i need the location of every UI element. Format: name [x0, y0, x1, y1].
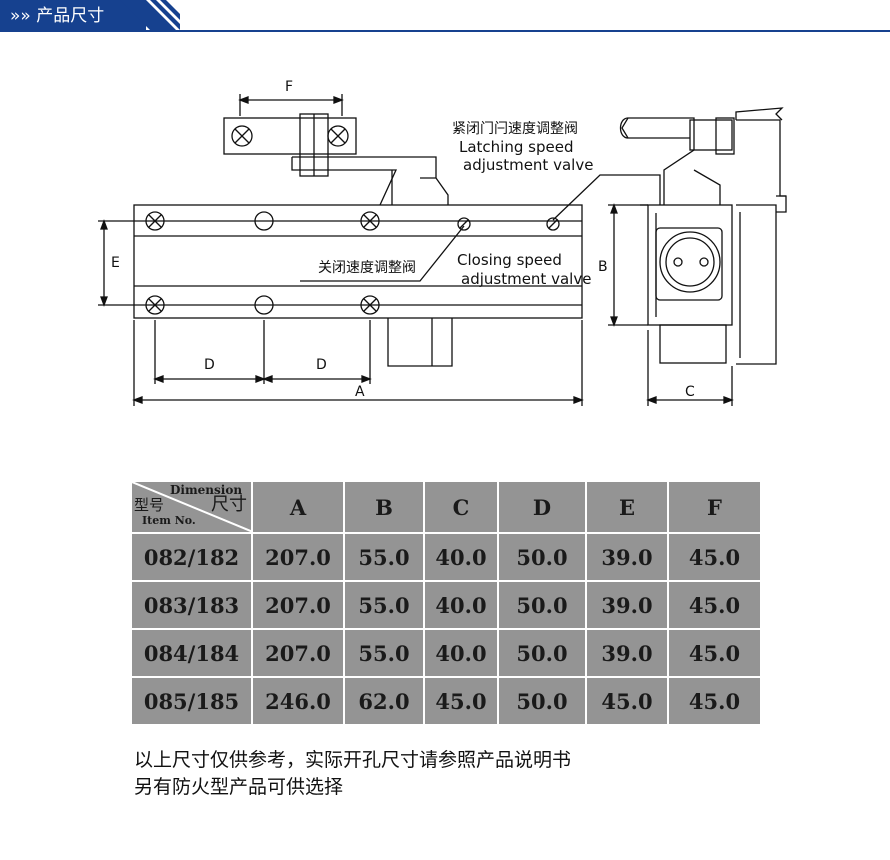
corner-item-cn-label: 型号	[134, 496, 165, 514]
value-cell: 50.0	[497, 676, 587, 726]
latching-valve-label-en: adjustment valve	[463, 156, 593, 174]
table-row: 084/184 207.0 55.0 40.0 50.0 39.0 45.0	[130, 628, 762, 678]
latching-valve-label-cn: 紧闭门闩速度调整阀	[452, 121, 578, 137]
item-number-cell: 084/184	[130, 628, 253, 678]
value-cell: 45.0	[667, 580, 762, 630]
item-number-cell: 082/182	[130, 532, 253, 582]
value-cell: 45.0	[585, 676, 669, 726]
closing-valve-label-en: adjustment valve	[461, 270, 591, 288]
column-header-d: D	[497, 480, 587, 534]
column-header-c: C	[423, 480, 499, 534]
door-closer-dimension-drawing: F E D D A B C 紧闭门闩速度调整阀 Latching speed a…	[98, 79, 787, 406]
value-cell: 39.0	[585, 532, 669, 582]
value-cell: 40.0	[423, 532, 499, 582]
value-cell: 246.0	[251, 676, 345, 726]
value-cell: 45.0	[423, 676, 499, 726]
value-cell: 45.0	[667, 532, 762, 582]
value-cell: 207.0	[251, 628, 345, 678]
closing-valve-label-en: Closing speed	[457, 251, 562, 269]
column-header-e: E	[585, 480, 669, 534]
column-header-f: F	[667, 480, 762, 534]
dimension-label-e: E	[111, 255, 120, 271]
corner-diagonal-line	[132, 482, 253, 532]
note-fireproof-option: 另有防火型产品可供选择	[134, 776, 344, 798]
dimension-label-a: A	[355, 384, 365, 400]
table-row: 082/182 207.0 55.0 40.0 50.0 39.0 45.0	[130, 532, 762, 582]
dimension-label-d: D	[204, 357, 215, 373]
value-cell: 55.0	[343, 628, 425, 678]
value-cell: 50.0	[497, 628, 587, 678]
dimension-spec-table: Dimension 尺寸 型号 Item No. A B C D E F 082…	[130, 480, 762, 726]
section-header: »» 产品尺寸	[0, 0, 890, 32]
value-cell: 45.0	[667, 628, 762, 678]
corner-dimension-label: Dimension	[170, 483, 243, 497]
value-cell: 40.0	[423, 580, 499, 630]
note-reference-only: 以上尺寸仅供参考，实际开孔尺寸请参照产品说明书	[134, 749, 572, 771]
item-number-cell: 085/185	[130, 676, 253, 726]
value-cell: 62.0	[343, 676, 425, 726]
header-underline	[0, 30, 890, 32]
section-header-tab: »» 产品尺寸	[0, 0, 146, 32]
value-cell: 55.0	[343, 532, 425, 582]
column-header-b: B	[343, 480, 425, 534]
value-cell: 50.0	[497, 580, 587, 630]
latching-valve-label-en: Latching speed	[459, 138, 573, 156]
dimension-label-f: F	[285, 79, 293, 95]
value-cell: 39.0	[585, 580, 669, 630]
value-cell: 55.0	[343, 580, 425, 630]
header-stripes-decoration	[120, 0, 180, 32]
value-cell: 50.0	[497, 532, 587, 582]
value-cell: 207.0	[251, 580, 345, 630]
section-title: »» 产品尺寸	[10, 6, 105, 26]
table-row: 083/183 207.0 55.0 40.0 50.0 39.0 45.0	[130, 580, 762, 630]
corner-item-no-label: Item No.	[142, 514, 196, 527]
dimension-label-d: D	[316, 357, 327, 373]
value-cell: 40.0	[423, 628, 499, 678]
corner-dimension-cn-label: 尺寸	[211, 494, 247, 515]
value-cell: 39.0	[585, 628, 669, 678]
table-header-row: Dimension 尺寸 型号 Item No. A B C D E F	[130, 480, 762, 534]
value-cell: 45.0	[667, 676, 762, 726]
column-header-a: A	[251, 480, 345, 534]
closing-valve-label-cn: 关闭速度调整阀	[318, 260, 416, 276]
item-number-cell: 083/183	[130, 580, 253, 630]
dimension-label-b: B	[598, 259, 608, 275]
table-row: 085/185 246.0 62.0 45.0 50.0 45.0 45.0	[130, 676, 762, 726]
value-cell: 207.0	[251, 532, 345, 582]
dimension-label-c: C	[685, 384, 695, 400]
table-corner-cell: Dimension 尺寸 型号 Item No.	[130, 480, 253, 534]
